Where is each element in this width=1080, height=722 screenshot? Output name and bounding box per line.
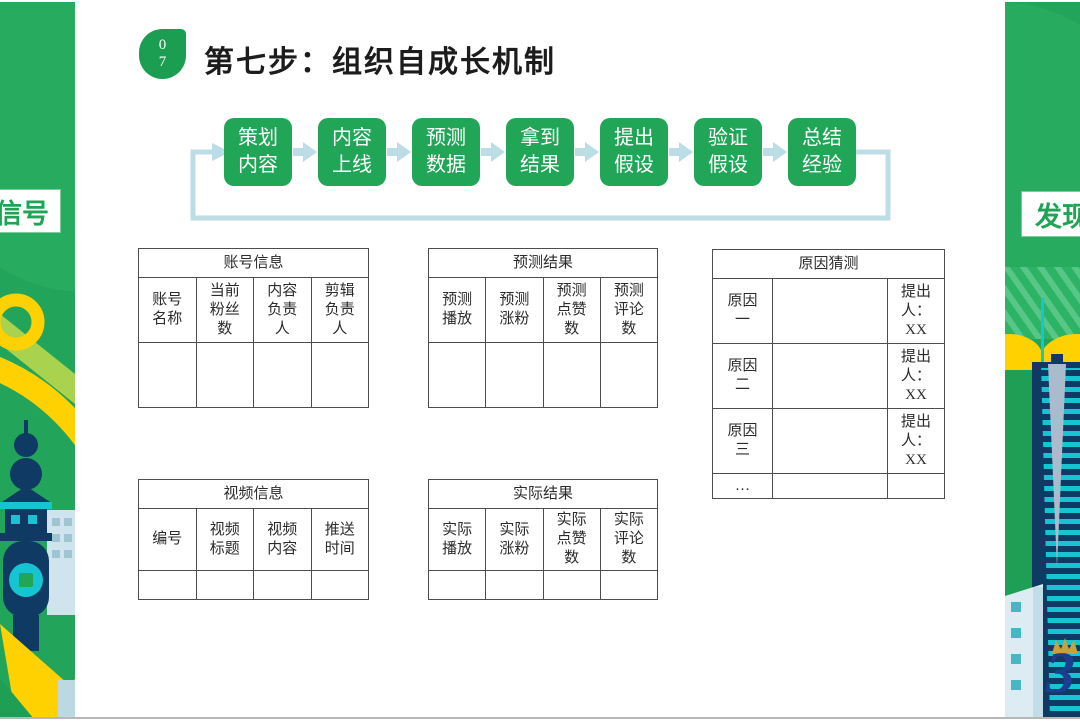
empty-cell (772, 473, 888, 499)
flow-step-text: 验证 (708, 127, 748, 149)
flow-arrow-icon (763, 142, 787, 162)
empty-cell (542, 570, 601, 600)
step-number-badge: 0 7 (139, 29, 186, 79)
badge-digit: 7 (158, 54, 167, 70)
empty-cell (772, 278, 888, 344)
column-header: 实际涨粉 (485, 508, 544, 571)
flow-step-5: 提出 假设 (600, 118, 668, 186)
row-label: 原因三 (712, 408, 773, 474)
column-header: 预测播放 (427, 277, 487, 343)
empty-cell (138, 342, 197, 408)
flow-step-7: 总结 经验 (788, 118, 856, 186)
flow-step-text: 内容 (332, 127, 372, 149)
table-title: 账号信息 (138, 248, 369, 278)
flow-step-4: 拿到 结果 (506, 118, 574, 186)
proposer-cell: 提出人：XX (887, 343, 945, 409)
right-side-label: 发现 (1022, 192, 1080, 236)
column-header: 内容负责人 (253, 277, 312, 343)
flow-step-text: 上线 (332, 154, 372, 176)
video-info-table: 视频信息 编号 视频标题 视频内容 推送时间 (138, 479, 369, 600)
slide-title: 第七步：组织自成长机制 (204, 46, 556, 79)
flow-step-2: 内容 上线 (318, 118, 386, 186)
account-info-table: 账号信息 账号名称 当前粉丝数 内容负责人 剪辑负责人 (138, 248, 369, 408)
empty-cell (887, 473, 945, 499)
badge-digit: 0 (158, 37, 167, 53)
flow-arrow-icon (575, 142, 599, 162)
loop-arrowhead-icon (212, 143, 230, 161)
row-label: 原因一 (712, 278, 773, 344)
column-header: 剪辑负责人 (310, 277, 369, 343)
column-header: 预测点赞数 (542, 277, 601, 343)
empty-cell (772, 343, 888, 409)
flow-step-text: 策划 (238, 127, 278, 149)
column-header: 实际评论数 (599, 508, 659, 571)
column-header: 实际播放 (427, 508, 487, 571)
flow-arrow-icon (669, 142, 693, 162)
flow-step-6: 验证 假设 (694, 118, 762, 186)
column-header: 实际点赞数 (542, 508, 601, 571)
cause-guess-table: 原因猜测 原因一 提出人：XX 原因二 提出人：XX 原因三 提出人：XX … (712, 249, 945, 499)
empty-cell (195, 570, 254, 600)
empty-cell (253, 570, 312, 600)
empty-cell (599, 570, 659, 600)
table-title: 实际结果 (428, 479, 658, 509)
flow-arrow-icon (481, 142, 505, 162)
right-city-illustration (1005, 2, 1080, 717)
table-title: 原因猜测 (712, 249, 945, 279)
column-header: 当前粉丝数 (195, 277, 254, 343)
column-header: 推送时间 (310, 508, 369, 571)
empty-cell (138, 570, 197, 600)
flow-arrow-icon (387, 142, 411, 162)
flow-step-text: 预测 (426, 127, 466, 149)
flow-step-1: 策划 内容 (224, 118, 292, 186)
flow-step-text: 拿到 (520, 127, 560, 149)
row-label: 原因二 (712, 343, 773, 409)
flow-step-3: 预测 数据 (412, 118, 480, 186)
left-side-label: 信号 (0, 190, 60, 232)
empty-cell (310, 342, 369, 408)
flow-step-text: 经验 (802, 154, 842, 176)
loop-arrow (190, 143, 891, 221)
table-title: 预测结果 (428, 248, 658, 278)
prediction-results-table: 预测结果 预测播放 预测涨粉 预测点赞数 预测评论数 (427, 248, 659, 408)
flow-step-text: 内容 (238, 154, 278, 176)
empty-cell (427, 342, 487, 408)
empty-cell (542, 342, 601, 408)
flow-arrow-icon (293, 142, 317, 162)
building-number: 3 (1046, 640, 1075, 705)
flow-step-text: 假设 (614, 154, 654, 176)
column-header: 编号 (138, 508, 197, 571)
flow-step-text: 假设 (708, 154, 748, 176)
flow-step-text: 数据 (426, 154, 466, 176)
proposer-cell: 提出人：XX (887, 408, 945, 474)
row-label: … (712, 473, 773, 499)
table-title: 视频信息 (138, 479, 369, 509)
flow-step-text: 提出 (614, 127, 654, 149)
column-header: 预测评论数 (599, 277, 659, 343)
slide-bottom-border (0, 717, 1080, 719)
left-city-illustration (0, 2, 75, 717)
empty-cell (253, 342, 312, 408)
proposer-cell: 提出人：XX (887, 278, 945, 344)
column-header: 预测涨粉 (485, 277, 544, 343)
crown-icon (1052, 638, 1078, 654)
flow-step-text: 结果 (520, 154, 560, 176)
column-header: 账号名称 (138, 277, 197, 343)
empty-cell (310, 570, 369, 600)
empty-cell (485, 570, 544, 600)
empty-cell (599, 342, 659, 408)
flow-step-text: 总结 (802, 127, 842, 149)
empty-cell (195, 342, 254, 408)
empty-cell (427, 570, 487, 600)
column-header: 视频内容 (253, 508, 312, 571)
actual-results-table: 实际结果 实际播放 实际涨粉 实际点赞数 实际评论数 (427, 479, 659, 600)
empty-cell (485, 342, 544, 408)
empty-cell (772, 408, 888, 474)
column-header: 视频标题 (195, 508, 254, 571)
